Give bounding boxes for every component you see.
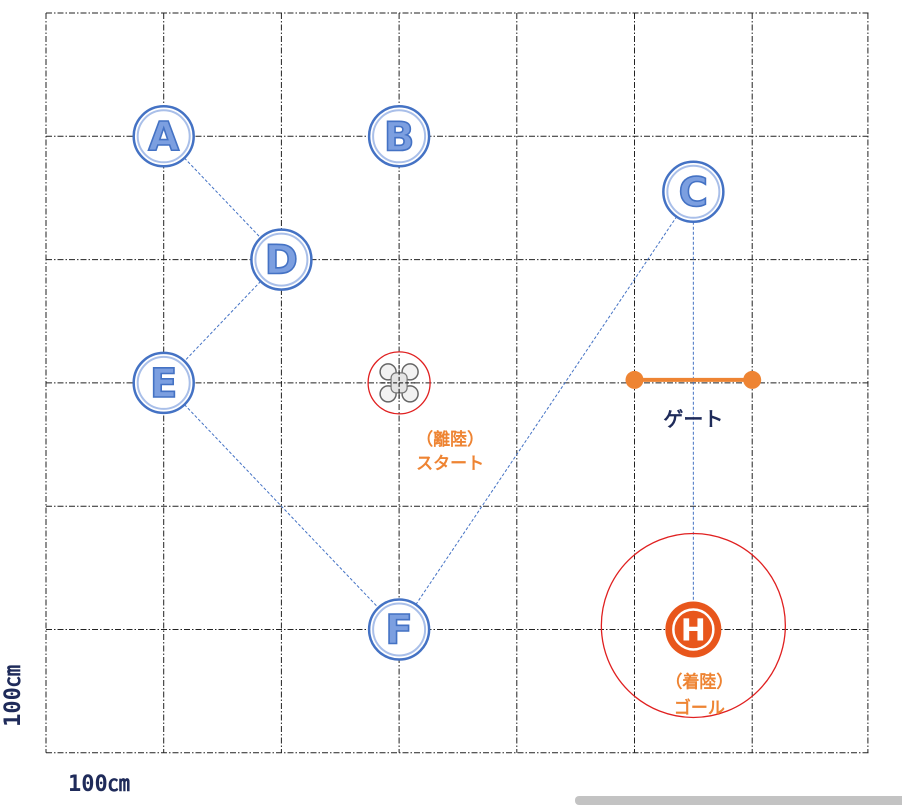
waypoint-ring xyxy=(367,598,431,661)
gate: ゲート xyxy=(625,370,762,431)
drone-icon xyxy=(379,363,419,403)
helipad-letter: H xyxy=(681,614,706,649)
waypoint-b: B xyxy=(367,105,431,168)
waypoint-inner-ring xyxy=(372,602,427,657)
waypoint-ring xyxy=(662,160,725,224)
scale-label-vertical: 100㎝ xyxy=(0,665,26,727)
start-point: （離陸） スタート xyxy=(367,351,484,474)
waypoint-ring xyxy=(132,105,195,168)
waypoint-letter: D xyxy=(265,238,298,284)
waypoint-inner-ring xyxy=(136,109,191,164)
waypoint-ring xyxy=(367,105,431,168)
waypoint-inner-ring xyxy=(372,109,427,164)
gate-post-left xyxy=(625,370,644,389)
waypoint-letter: C xyxy=(679,170,708,216)
waypoint-letter: B xyxy=(384,114,415,160)
waypoint-inner-ring xyxy=(666,164,721,219)
waypoint-ring xyxy=(132,351,195,415)
waypoints: A B C D E F xyxy=(132,105,725,661)
helipad-inner xyxy=(672,608,715,651)
gate-post-right xyxy=(743,370,762,389)
horizontal-scrollbar[interactable] xyxy=(575,796,902,805)
waypoint-f: F xyxy=(367,598,431,661)
goal-ring xyxy=(600,532,786,719)
gate-label: ゲート xyxy=(663,407,723,431)
waypoint-d: D xyxy=(250,228,313,291)
path-segment xyxy=(163,382,400,630)
waypoint-letter: E xyxy=(150,361,177,407)
waypoint-ring xyxy=(250,228,313,291)
waypoint-inner-ring xyxy=(136,355,191,410)
waypoint-c: C xyxy=(662,160,725,224)
path-segment xyxy=(398,191,694,630)
start-label-line1: （離陸） xyxy=(416,429,484,450)
waypoint-letter: F xyxy=(385,608,412,654)
waypoint-inner-ring xyxy=(254,232,309,287)
goal-label-line1: （着陸） xyxy=(665,672,733,693)
helipad-icon: H xyxy=(665,601,722,658)
waypoint-a: A xyxy=(132,105,195,168)
scale-label-horizontal: 100㎝ xyxy=(68,772,130,797)
goal-point: H （着陸） ゴール xyxy=(600,532,786,719)
start-ring xyxy=(367,351,431,415)
goal-label-line2: ゴール xyxy=(674,698,725,719)
waypoint-e: E xyxy=(132,351,195,415)
start-label-line2: スタート xyxy=(416,454,484,474)
waypoint-letter: A xyxy=(148,114,179,160)
